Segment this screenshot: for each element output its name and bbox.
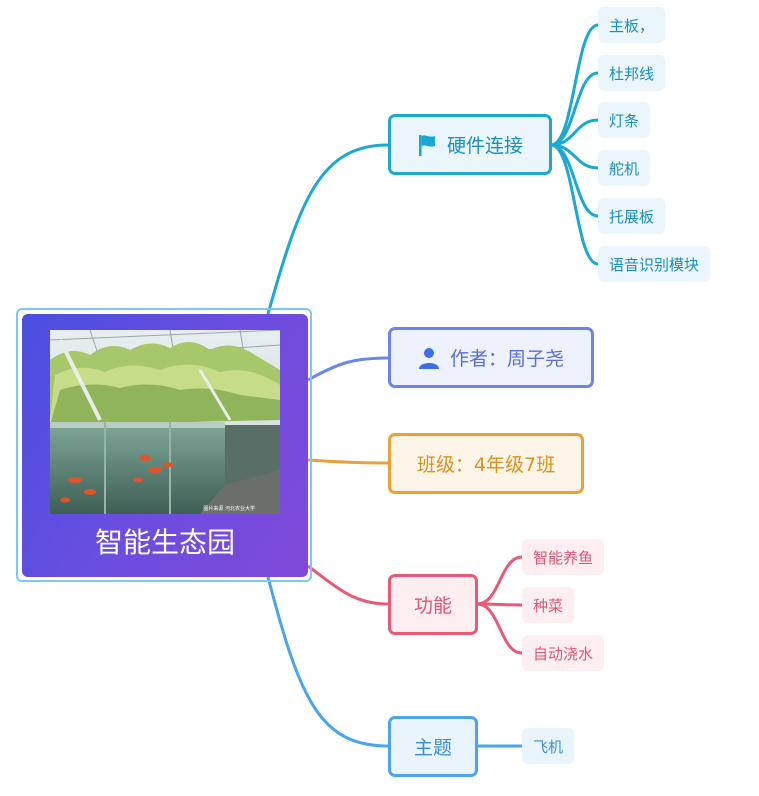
leaf-label: 主板， [609, 16, 655, 35]
leaf-grow-vegetables[interactable]: 种菜 [522, 587, 575, 623]
branch-label: 作者：周子尧 [449, 348, 564, 370]
leaf-dupont-wire[interactable]: 杜邦线 [598, 55, 666, 91]
branch-hardware[interactable]: 硬件连接 [388, 114, 552, 175]
branch-theme[interactable]: 主题 [388, 716, 478, 777]
leaf-label: 飞机 [533, 737, 564, 756]
leaf-light-strip[interactable]: 灯条 [598, 102, 651, 138]
leaf-label: 自动浇水 [533, 644, 594, 663]
leaf-label: 杜邦线 [609, 64, 655, 83]
leaf-mainboard[interactable]: 主板， [598, 7, 666, 43]
branch-label: 班级：4年级7班 [416, 454, 556, 476]
leaf-label: 舵机 [609, 159, 640, 178]
leaf-airplane[interactable]: 飞机 [522, 728, 575, 764]
root-node-outline [16, 308, 312, 582]
branch-class[interactable]: 班级：4年级7班 [388, 433, 584, 494]
leaf-smart-fish[interactable]: 智能养鱼 [522, 539, 605, 575]
root-node[interactable]: 图片来源 河北农业大学 智能生态园 [22, 314, 308, 577]
branch-author[interactable]: 作者：周子尧 [388, 327, 594, 388]
greenhouse-photo: 图片来源 河北农业大学 [50, 330, 280, 514]
leaf-label: 种菜 [533, 596, 564, 615]
person-icon [418, 347, 440, 369]
leaf-label: 托展板 [609, 207, 655, 226]
leaf-label: 语音识别模块 [609, 255, 700, 274]
flag-icon [417, 134, 437, 156]
root-title: 智能生态园 [94, 526, 235, 559]
leaf-auto-watering[interactable]: 自动浇水 [522, 635, 605, 671]
leaf-label: 智能养鱼 [533, 548, 594, 567]
leaf-voice-module[interactable]: 语音识别模块 [598, 246, 711, 282]
leaf-label: 灯条 [609, 111, 640, 130]
branch-label: 功能 [413, 595, 452, 617]
branch-label: 主题 [413, 737, 452, 759]
leaf-expansion-board[interactable]: 托展板 [598, 198, 666, 234]
photo-watermark: 图片来源 河北农业大学 [203, 505, 255, 512]
leaf-servo[interactable]: 舵机 [598, 150, 651, 186]
branch-label: 硬件连接 [446, 135, 523, 157]
branch-function[interactable]: 功能 [388, 574, 478, 635]
